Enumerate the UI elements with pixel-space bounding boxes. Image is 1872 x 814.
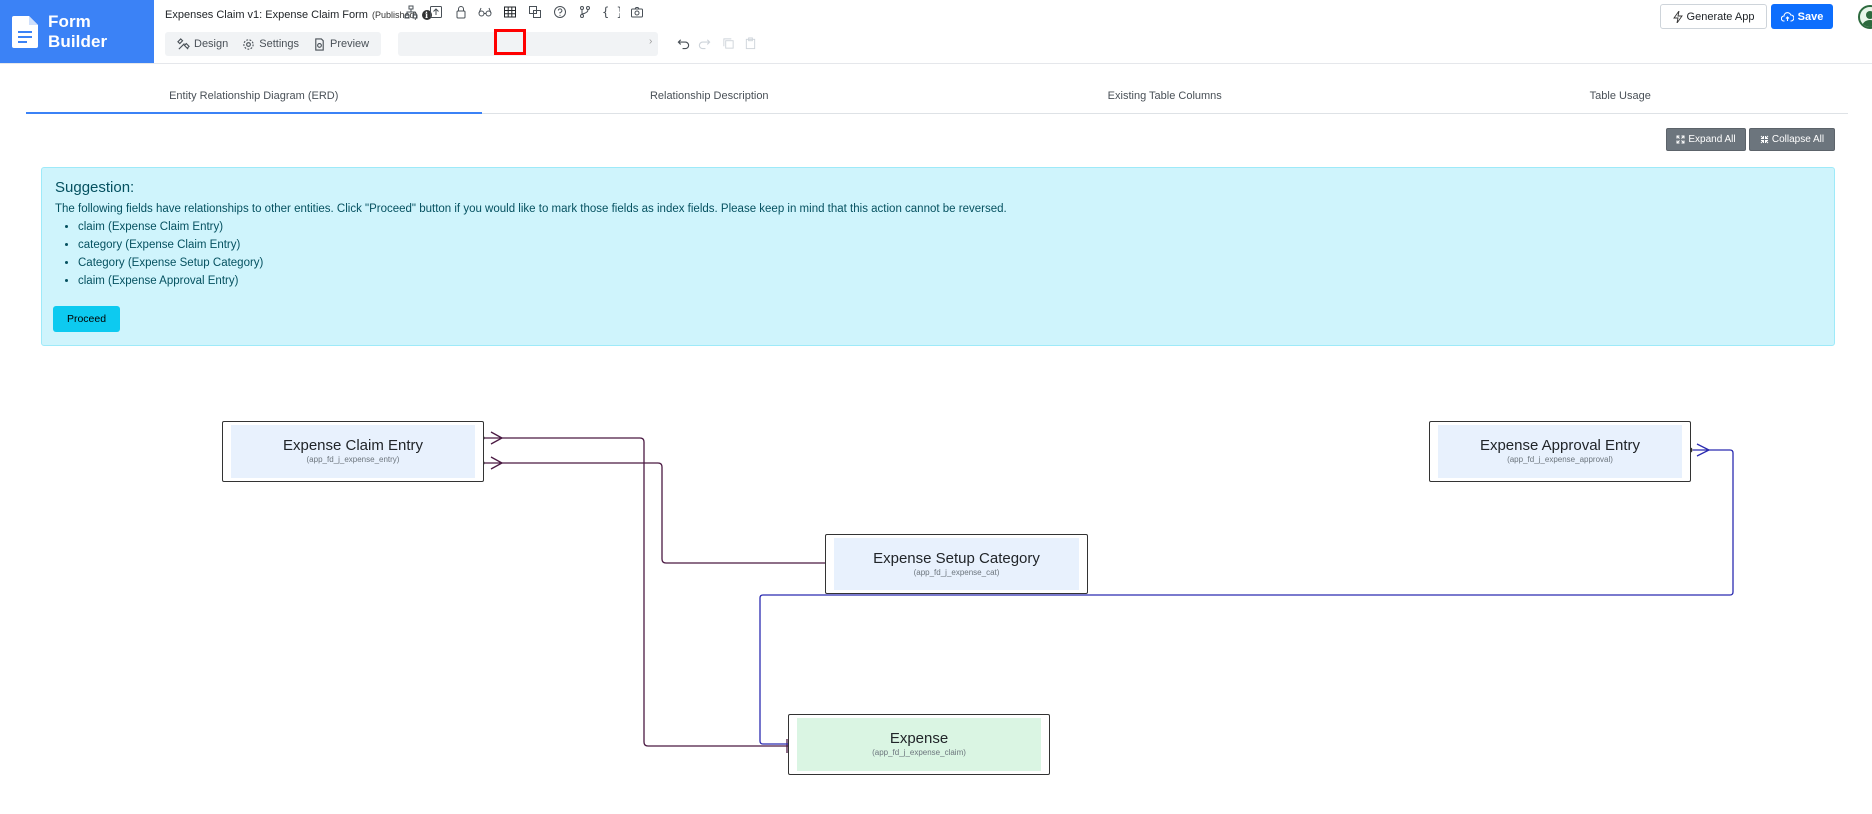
tab-table-usage[interactable]: Table Usage [1589,90,1651,102]
info-icon[interactable]: i [421,10,432,20]
table-icon[interactable] [503,5,517,19]
suggestion-heading: Suggestion: [55,179,135,196]
tab-erd[interactable]: Entity Relationship Diagram (ERD) [26,84,482,114]
undo-icon[interactable] [677,37,690,50]
design-label: Design [194,38,229,50]
save-label: Save [1797,10,1824,23]
brand-title: Form Builder [48,11,108,51]
proceed-button[interactable]: Proceed [53,306,120,332]
suggestion-list: claim (Expense Claim Entry) category (Ex… [78,218,1821,290]
preview-label: Preview [330,38,370,50]
entity-name: Expense [889,730,949,747]
help-icon[interactable] [553,5,567,19]
entity-name: Expense Approval Entry [1479,437,1641,454]
cloud-upload-icon [1780,12,1794,22]
entity-name: Expense Claim Entry [282,437,424,454]
expand-all-button[interactable]: Expand All [1666,128,1746,151]
tab-existing-table-columns[interactable]: Existing Table Columns [1107,90,1222,102]
hierarchy-icon[interactable] [404,5,418,19]
chevron-right-icon[interactable]: › [649,36,653,47]
tab-relationship-description[interactable]: Relationship Description [649,90,769,102]
form-status: (Published) [371,10,418,20]
form-title: Expenses Claim v1: Expense Claim Form (P… [165,9,432,21]
settings-button[interactable]: Settings [235,33,306,55]
camera-icon[interactable] [630,5,644,19]
expand-all-label: Expand All [1688,134,1736,145]
avatar[interactable] [1858,5,1872,29]
entity-expense-approval-entry[interactable]: Expense Approval Entry (app_fd_j_expense… [1429,421,1691,482]
relation-claim-entry-expense [483,431,795,753]
preview-icon [315,37,324,51]
list-item: claim (Expense Approval Entry) [78,272,1821,290]
document-icon [12,15,38,48]
erd-tabs: Entity Relationship Diagram (ERD) Relati… [26,84,1848,114]
generate-app-button[interactable]: Generate App [1660,4,1767,29]
tools-toolbar [398,32,658,56]
list-item: claim (Expense Claim Entry) [78,218,1821,236]
entity-table-name: (app_fd_j_expense_approval) [1507,455,1613,464]
gear-icon [243,38,254,50]
glasses-icon[interactable] [478,5,492,19]
table-link-icon[interactable] [528,5,542,19]
mode-toolbar: Design Settings Preview [165,32,382,56]
suggestion-alert: Suggestion: The following fields have re… [41,167,1835,346]
entity-expense[interactable]: Expense (app_fd_j_expense_claim) [788,714,1050,775]
brand-header: Form Builder [0,0,154,63]
lightning-icon [1672,10,1683,23]
suggestion-text: The following fields have relationships … [55,203,1007,215]
entity-expense-claim-entry[interactable]: Expense Claim Entry (app_fd_j_expense_en… [222,421,484,482]
entity-expense-setup-category[interactable]: Expense Setup Category (app_fd_j_expense… [825,534,1088,594]
entity-table-name: (app_fd_j_expense_claim) [872,748,966,757]
entity-table-name: (app_fd_j_expense_cat) [913,568,1000,577]
header-divider [0,63,1872,64]
form-name: Expenses Claim v1: Expense Claim Form [165,9,368,21]
design-button[interactable]: Design [170,33,235,55]
collapse-icon [1760,135,1769,144]
preview-button[interactable]: Preview [306,33,376,55]
tools-icon [177,37,190,50]
erd-canvas: Expense Claim Entry (app_fd_j_expense_en… [0,360,1872,814]
list-item: Category (Expense Setup Category) [78,254,1821,272]
entity-table-name: (app_fd_j_expense_entry) [306,455,400,464]
highlight-box [494,29,526,55]
branch-icon[interactable] [578,5,592,19]
settings-label: Settings [259,38,299,50]
redo-icon[interactable] [698,37,711,50]
relation-approval-expense [759,443,1734,751]
braces-icon[interactable]: { } [602,5,620,19]
generate-app-label: Generate App [1686,10,1755,23]
copy-icon[interactable] [722,37,735,50]
collapse-all-label: Collapse All [1771,134,1825,145]
upload-icon[interactable] [429,5,443,19]
paste-icon[interactable] [744,37,757,50]
expand-icon [1676,135,1685,144]
collapse-all-button[interactable]: Collapse All [1749,128,1835,151]
save-button[interactable]: Save [1771,4,1833,29]
lock-icon[interactable] [454,5,468,19]
relation-claim-entry-category [483,456,832,567]
entity-name: Expense Setup Category [873,550,1040,567]
svg-text:{ }: { } [602,5,620,19]
list-item: category (Expense Claim Entry) [78,236,1821,254]
